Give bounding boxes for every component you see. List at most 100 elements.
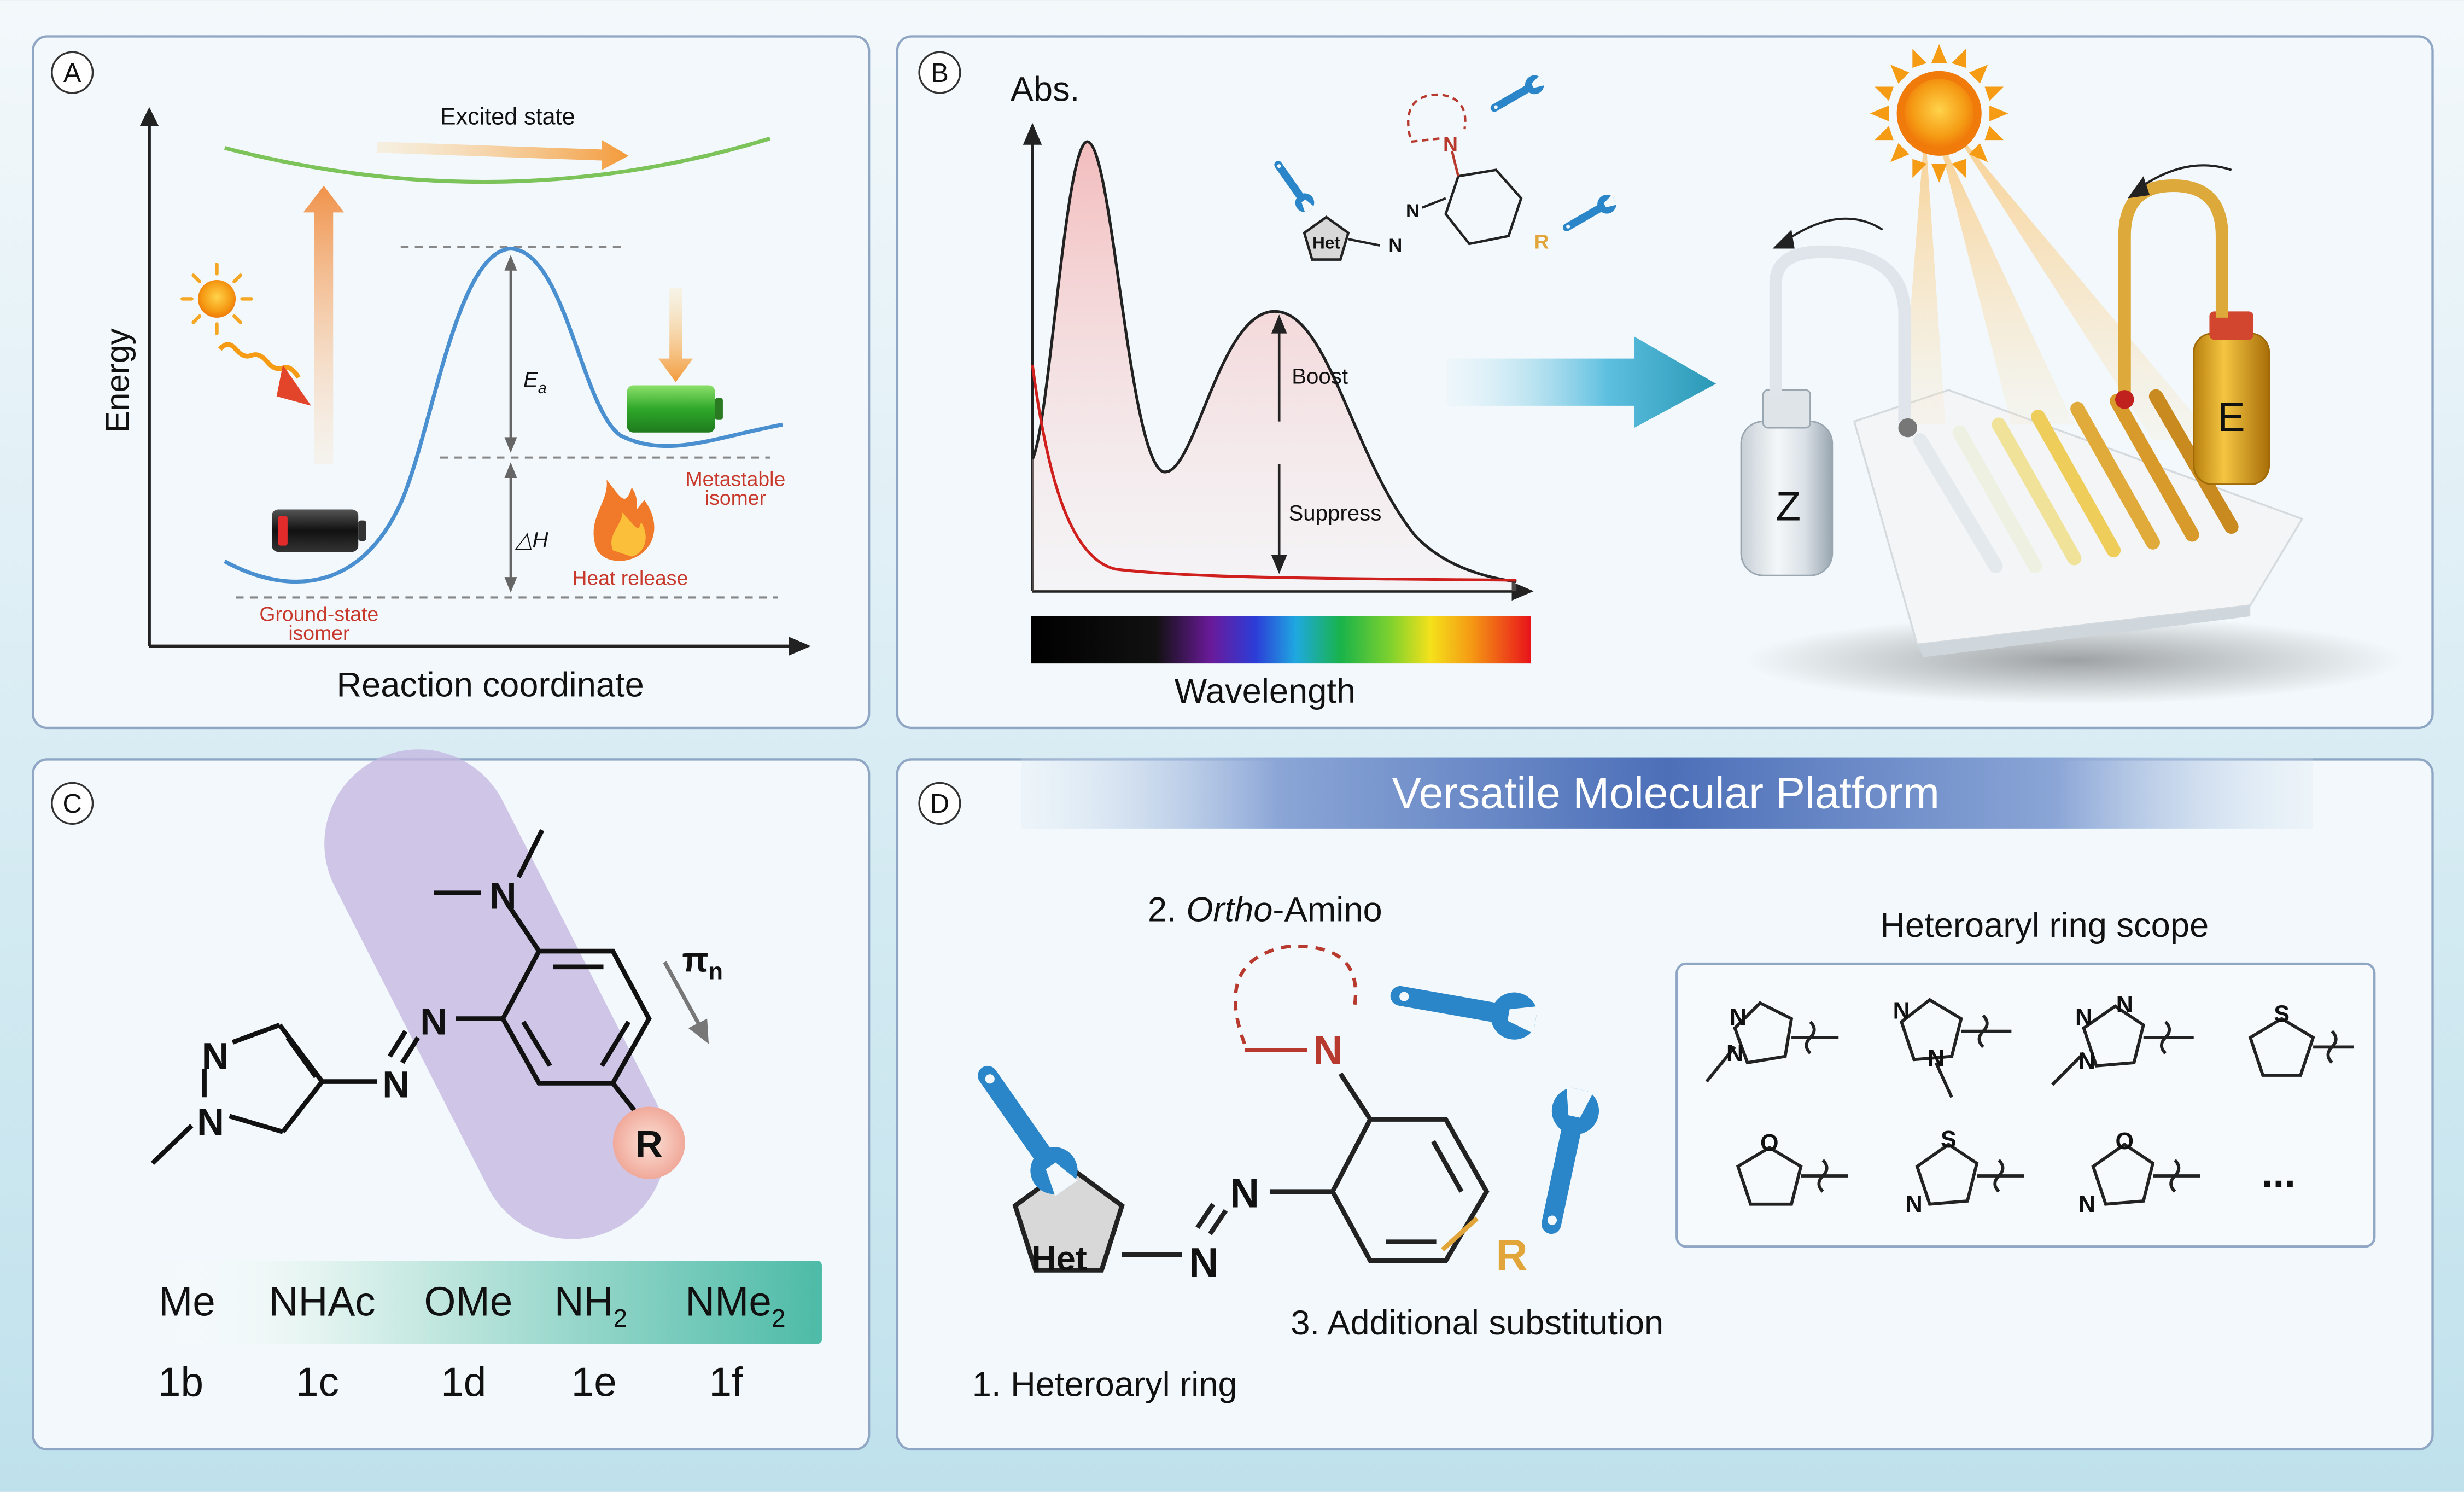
scope-furan-o: O [1760,1130,1779,1156]
compound-row: 1b 1c 1d 1e 1f [158,1359,743,1404]
substituent-me: Me [159,1279,215,1325]
sun-icon [180,263,253,335]
compound-1b: 1b [158,1359,203,1404]
pi-arrowhead [688,1018,709,1044]
big-process-arrow [1445,336,1716,428]
mini-bond [1348,238,1380,247]
scope-thiazole-n: N [1906,1191,1923,1217]
z-flow-arrowhead [1772,229,1795,249]
battery-full-icon [627,385,723,433]
flame-icon [593,479,655,561]
scope-pyrazole-n2: N [1730,1004,1747,1030]
ortho-amino-label: 2. Ortho-Amino [1148,890,1382,929]
metastable-label-2: isomer [705,486,766,509]
ortho-rest: -Amino [1272,890,1382,929]
energy-profile-curve [224,246,783,584]
suppress-label: Suppress [1288,501,1381,526]
azo-double-1 [1208,1209,1228,1235]
substituent-row: Me NHAc OMe NH2 NMe2 [159,1279,785,1332]
azo-n-1: N [1189,1239,1218,1285]
scope-thiazole-s: S [1941,1127,1957,1153]
z-connector-ball [1898,418,1917,438]
r-bond [1441,1216,1479,1252]
het-ring [1012,1163,1125,1273]
dh-label: △H [515,527,549,552]
mini-amine-bond [1451,150,1460,177]
mini-benzene [1444,168,1523,246]
panel-b: B Abs. Boost Suppress Wavelength Het N N [896,35,2434,730]
panel-c-letter: C [63,789,82,819]
ground-state-label-2: isomer [288,621,349,644]
z-flow-arrow [1778,217,1883,247]
e-connector-ball [2115,390,2134,409]
azo-double-bond [400,1036,421,1064]
light-beam-1 [1901,126,1946,425]
ea-main: E [523,367,539,392]
panel-d: D Versatile Molecular Platform 2. Ortho-… [896,757,2434,1451]
r-group-label: R [635,1123,663,1165]
boosted-spectrum-fill [1032,142,1517,591]
boosted-spectrum-line [1031,140,1517,584]
e-flow-arrowhead [2128,176,2150,199]
compound-1e: 1e [571,1359,617,1404]
substituent-nh2: NH2 [554,1279,627,1332]
abs-axis-arrowhead [1023,123,1042,145]
compound-1d: 1d [441,1359,486,1404]
e-flow-arrow [2133,164,2232,193]
panel-a: A Energy Reaction coordinate Excited sta… [32,35,871,730]
r-group-circle [612,1106,685,1179]
compound-1f: 1f [709,1359,744,1404]
pi-label: πn [682,941,723,984]
excitation-arrow [303,185,345,464]
nme2-subscript: 2 [772,1304,786,1332]
mini-bond-2 [1421,197,1446,209]
azo-n-lower: N [382,1063,410,1105]
scope-oxazole-o: O [2116,1128,2134,1155]
device-shadow [1744,616,2404,704]
pi-subscript: n [709,959,723,985]
storage-device-illustration: Z E [1740,44,2404,704]
mini-azo-molecule: Het N N N R [1268,72,1620,261]
scope-imidazole [1899,998,2012,1098]
panel-d-badge [918,782,961,825]
e-label: E [2218,394,2245,440]
scope-triazole-n2: N [2116,992,2133,1018]
benzene-ring [434,829,652,1115]
mini-n1: N [1388,235,1402,256]
scope-triazole-n1: N [2078,1048,2095,1075]
scope-oxazole [2091,1143,2200,1206]
abs-label: Abs. [1011,70,1080,108]
light-beam-2 [1936,129,2075,425]
scope-ellipsis: ... [2262,1150,2296,1196]
reaction-coordinate-label: Reaction coordinate [336,666,644,704]
amine-dashed-ring [1233,945,1358,1045]
compound-1c: 1c [296,1359,339,1404]
z-connector-tube [1769,245,1911,422]
panel-b-letter: B [931,59,949,88]
scope-oxazole-n: N [2078,1191,2095,1217]
battery-icon [272,509,366,552]
excited-state-label: Excited state [440,103,575,130]
panel-b-badge [918,51,961,94]
heteroaryl-ring-label: 1. Heteroaryl ring [972,1365,1237,1403]
scope-thiophene-s: S [2274,1001,2290,1027]
mini-het-ring [1303,215,1350,261]
mini-amine-n: N [1443,132,1458,155]
boost-arrowhead [1271,314,1287,334]
panel-a-letter: A [63,59,81,88]
scope-title: Heteroaryl ring scope [1880,906,2209,945]
banner-bar [1021,757,2314,829]
device-base-edge [1917,605,2251,657]
pyrazole-n2: N [202,1035,229,1077]
r-label: R [1496,1231,1527,1280]
metastable-label-1: Metastable [686,467,786,490]
panel-a-frame [32,35,871,730]
pyrazole-ring [150,1023,324,1165]
z-label: Z [1776,483,1801,529]
het-ring-label: Het [1031,1239,1087,1278]
ground-state-label-1: Ground-state [259,603,378,626]
substituent-nme2: NMe2 [685,1279,785,1332]
scope-thiophene [2248,1017,2354,1077]
amine-n: N [489,875,517,917]
